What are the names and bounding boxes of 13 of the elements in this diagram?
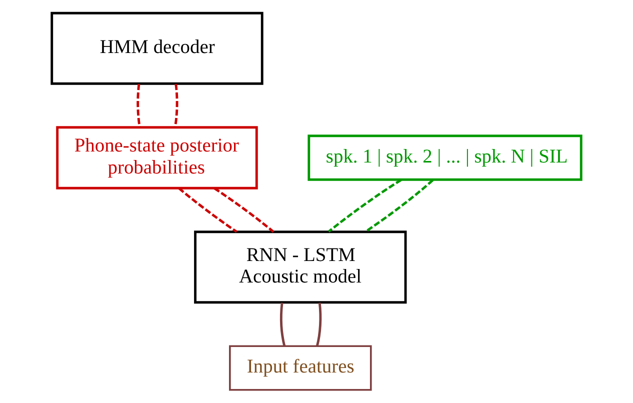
connector — [136, 84, 141, 128]
node-box: HMM decoder — [50, 12, 264, 85]
node-box: Phone-state posterior probabilities — [56, 126, 258, 190]
connector — [178, 187, 238, 233]
connector — [280, 302, 286, 346]
connector — [328, 178, 402, 233]
node-box: Input features — [229, 345, 372, 391]
connector — [174, 84, 178, 128]
connector — [316, 302, 322, 346]
connector — [214, 187, 274, 233]
node-box: RNN - LSTM Acoustic model — [194, 230, 407, 304]
node-box: spk. 1 | spk. 2 | ... | spk. N | SIL — [308, 134, 582, 181]
connector — [364, 179, 434, 233]
